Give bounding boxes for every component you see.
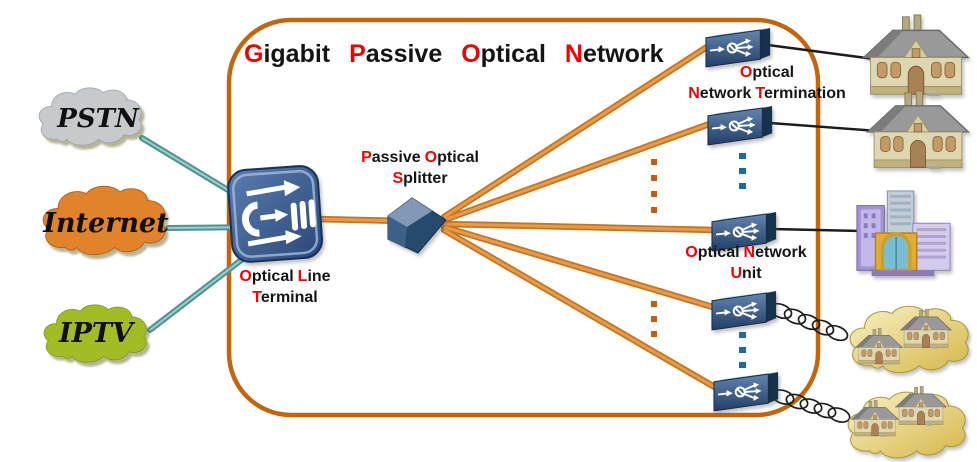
internet-cloud-label: Internet xyxy=(43,208,169,239)
title-word: Network xyxy=(564,40,664,68)
ont1-house-drop xyxy=(767,43,875,61)
ont-label-line1: Optical xyxy=(739,64,795,81)
olt-label-line2: Terminal xyxy=(252,289,318,306)
ont2-house-drop xyxy=(769,121,879,133)
dotted-blue-ellipsis xyxy=(739,153,746,368)
fiber-links xyxy=(312,41,722,393)
chain-link-icon xyxy=(769,302,849,342)
onu-building-drop xyxy=(771,227,863,233)
gpon-boundary-box xyxy=(226,17,821,418)
house-icon-2 xyxy=(866,90,970,170)
onu-device-icon-3 xyxy=(712,371,780,412)
optical-splitter-icon xyxy=(387,197,447,254)
dotted-orange-ellipsis xyxy=(651,159,657,337)
title-word: Passive xyxy=(349,40,443,68)
house-icon-1 xyxy=(863,14,969,97)
onu-label-line2: Unit xyxy=(730,265,762,282)
ont-device-icon-2 xyxy=(706,105,774,146)
subscriber-drops xyxy=(767,43,879,233)
onu-device-icon-2 xyxy=(710,290,778,331)
diagram-title: Gigabit Passive Optical Network xyxy=(244,40,676,69)
title-word: Optical xyxy=(461,40,546,68)
title-word: Gigabit xyxy=(244,40,331,68)
splitter-label-line2: Splitter xyxy=(392,170,448,187)
building-icon xyxy=(855,189,952,278)
chain-link-icon xyxy=(771,389,851,423)
pstn-cloud-label: PSTN xyxy=(57,104,139,134)
iptv-cloud-label: IPTV xyxy=(59,318,133,349)
olt-router-icon xyxy=(227,165,324,263)
